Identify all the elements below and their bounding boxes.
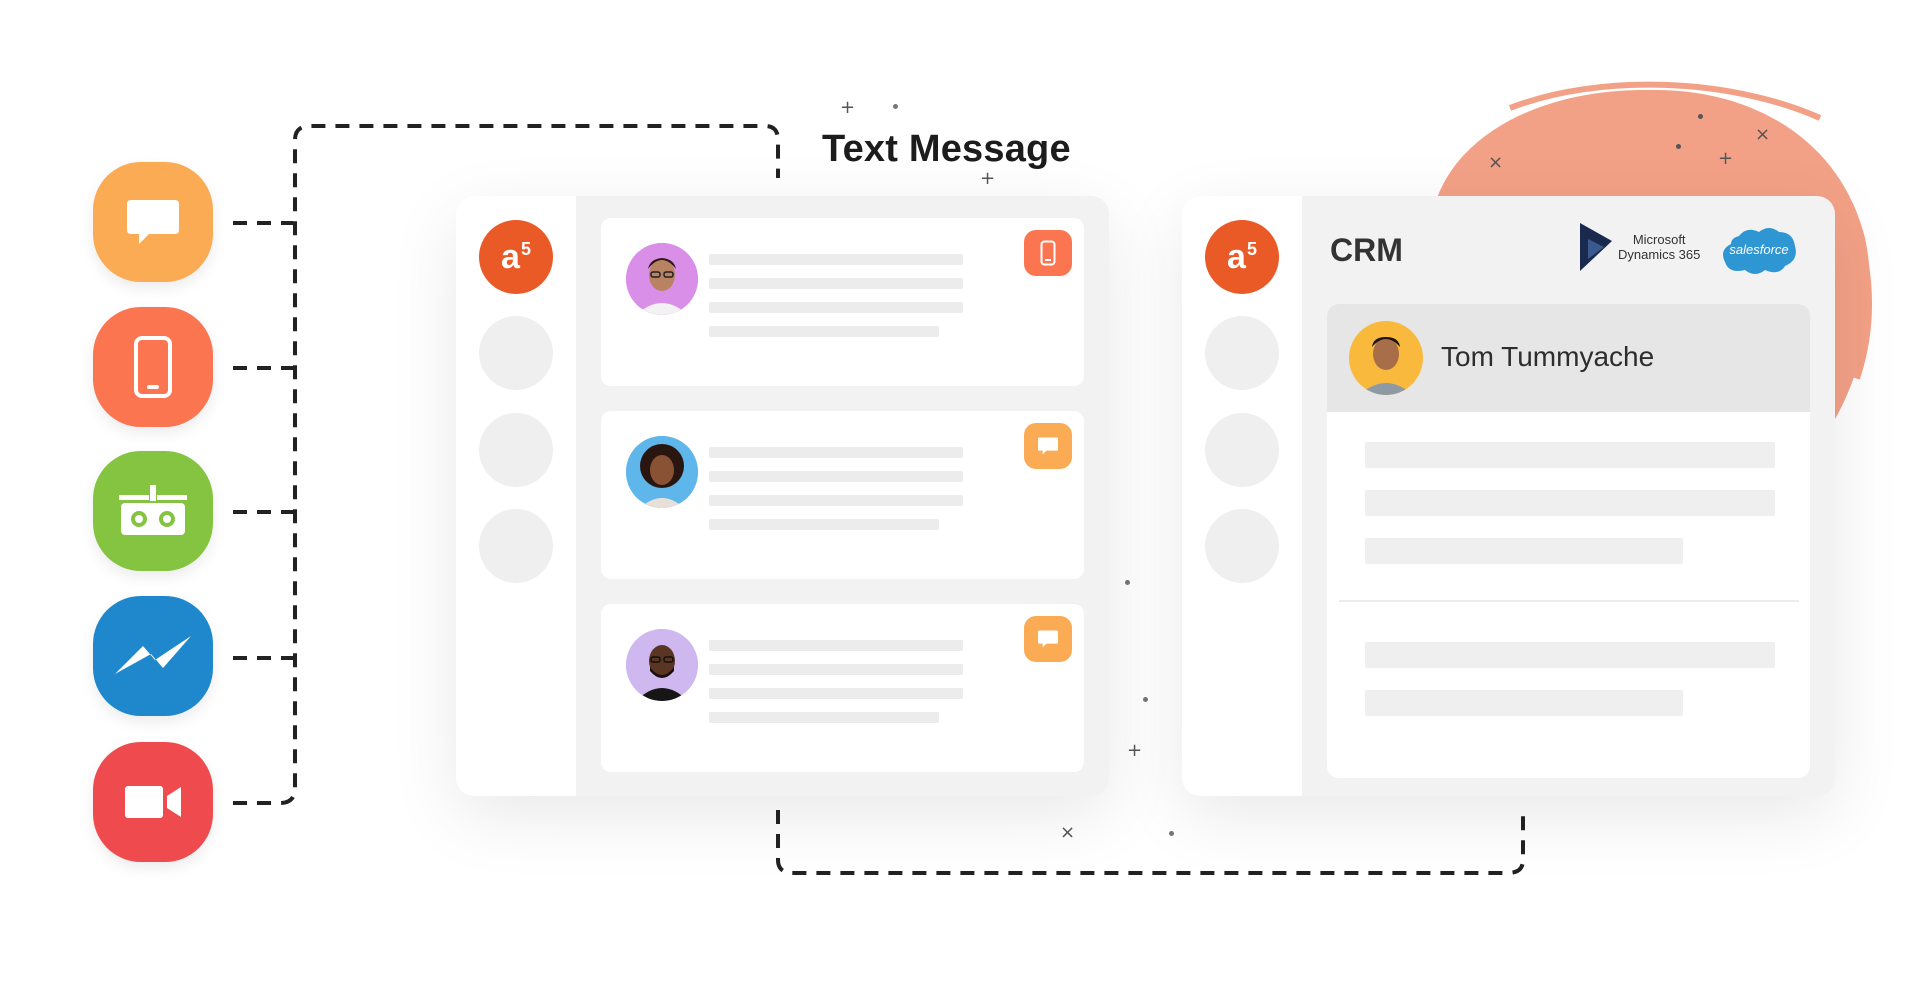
channel-badge	[1024, 616, 1072, 662]
crm-title: CRM	[1330, 232, 1403, 268]
placeholder-line	[1365, 442, 1775, 468]
avatar	[626, 436, 698, 508]
microsoft-dynamics-label: Microsoft Dynamics 365	[1618, 232, 1700, 262]
messenger-channel-button[interactable]	[93, 596, 213, 716]
sparkle-decoration: ×	[1488, 152, 1504, 173]
salesforce-text: salesforce	[1729, 242, 1789, 257]
dot-decoration	[1125, 580, 1130, 585]
placeholder-line	[709, 712, 939, 723]
dot-decoration	[893, 104, 898, 109]
sidebar-nav-item[interactable]	[1205, 509, 1279, 583]
sparkle-decoration: ×	[1755, 124, 1771, 145]
channel-badge	[1024, 423, 1072, 469]
dot-decoration	[1143, 697, 1148, 702]
chat-icon	[1038, 437, 1058, 455]
avatar-man-glasses	[626, 243, 698, 315]
placeholder-line	[709, 278, 963, 289]
divider	[1339, 600, 1799, 602]
voicemail-icon	[119, 485, 187, 535]
placeholder-line	[709, 326, 939, 337]
sparkle-decoration: ×	[1060, 822, 1076, 843]
salesforce-cloud-icon	[1723, 228, 1796, 274]
avatar-man-smiling	[1349, 321, 1423, 395]
channel-label: Text Message	[822, 128, 1071, 170]
placeholder-line	[709, 688, 963, 699]
sidebar-nav-item[interactable]	[1205, 316, 1279, 390]
dot-decoration	[1676, 144, 1681, 149]
chat-icon	[127, 200, 179, 244]
phone-icon	[134, 336, 172, 398]
placeholder-line	[709, 519, 939, 530]
avatar	[626, 629, 698, 701]
phone-icon	[1040, 240, 1056, 266]
contact-avatar	[1349, 321, 1423, 395]
placeholder-line	[709, 302, 963, 313]
messenger-icon	[115, 636, 191, 674]
salesforce-logo: salesforce	[1719, 224, 1799, 274]
sidebar-nav-item[interactable]	[479, 413, 553, 487]
placeholder-line	[709, 447, 963, 458]
contact-name: Tom Tummyache	[1441, 341, 1655, 372]
placeholder-line	[709, 664, 963, 675]
sidebar-nav-item[interactable]	[1205, 413, 1279, 487]
sidebar-nav-item[interactable]	[479, 509, 553, 583]
video-channel-button[interactable]	[93, 742, 213, 862]
video-icon	[125, 786, 181, 818]
conversation-card[interactable]	[601, 411, 1084, 579]
contact-header[interactable]: Tom Tummyache	[1327, 304, 1810, 412]
dynamics-logo-icon	[1580, 223, 1612, 271]
placeholder-line	[1365, 690, 1683, 716]
channel-badge	[1024, 230, 1072, 276]
sms-channel-button[interactable]	[93, 162, 213, 282]
sparkle-decoration: +	[1127, 740, 1143, 761]
placeholder-line	[709, 471, 963, 482]
sparkle-decoration: +	[980, 168, 996, 189]
phone-channel-button[interactable]	[93, 307, 213, 427]
placeholder-line	[1365, 490, 1775, 516]
voicemail-channel-button[interactable]	[93, 451, 213, 571]
placeholder-line	[709, 495, 963, 506]
avatar	[626, 243, 698, 315]
dot-decoration	[1698, 114, 1703, 119]
avatar-man-beard	[626, 629, 698, 701]
conversation-card[interactable]	[601, 218, 1084, 386]
conversation-card[interactable]	[601, 604, 1084, 772]
sparkle-decoration: +	[840, 97, 856, 118]
sparkle-decoration: +	[1718, 148, 1734, 169]
placeholder-line	[1365, 538, 1683, 564]
crm-record-card: Tom Tummyache	[1327, 304, 1810, 778]
dot-decoration	[1169, 831, 1174, 836]
avatar-woman-curly	[626, 436, 698, 508]
sidebar-nav-item[interactable]	[479, 316, 553, 390]
microsoft-text: Microsoft	[1632, 232, 1686, 247]
chat-icon	[1038, 630, 1058, 648]
placeholder-line	[709, 254, 963, 265]
dynamics-text: Dynamics 365	[1618, 247, 1701, 262]
placeholder-line	[1365, 642, 1775, 668]
placeholder-line	[709, 640, 963, 651]
